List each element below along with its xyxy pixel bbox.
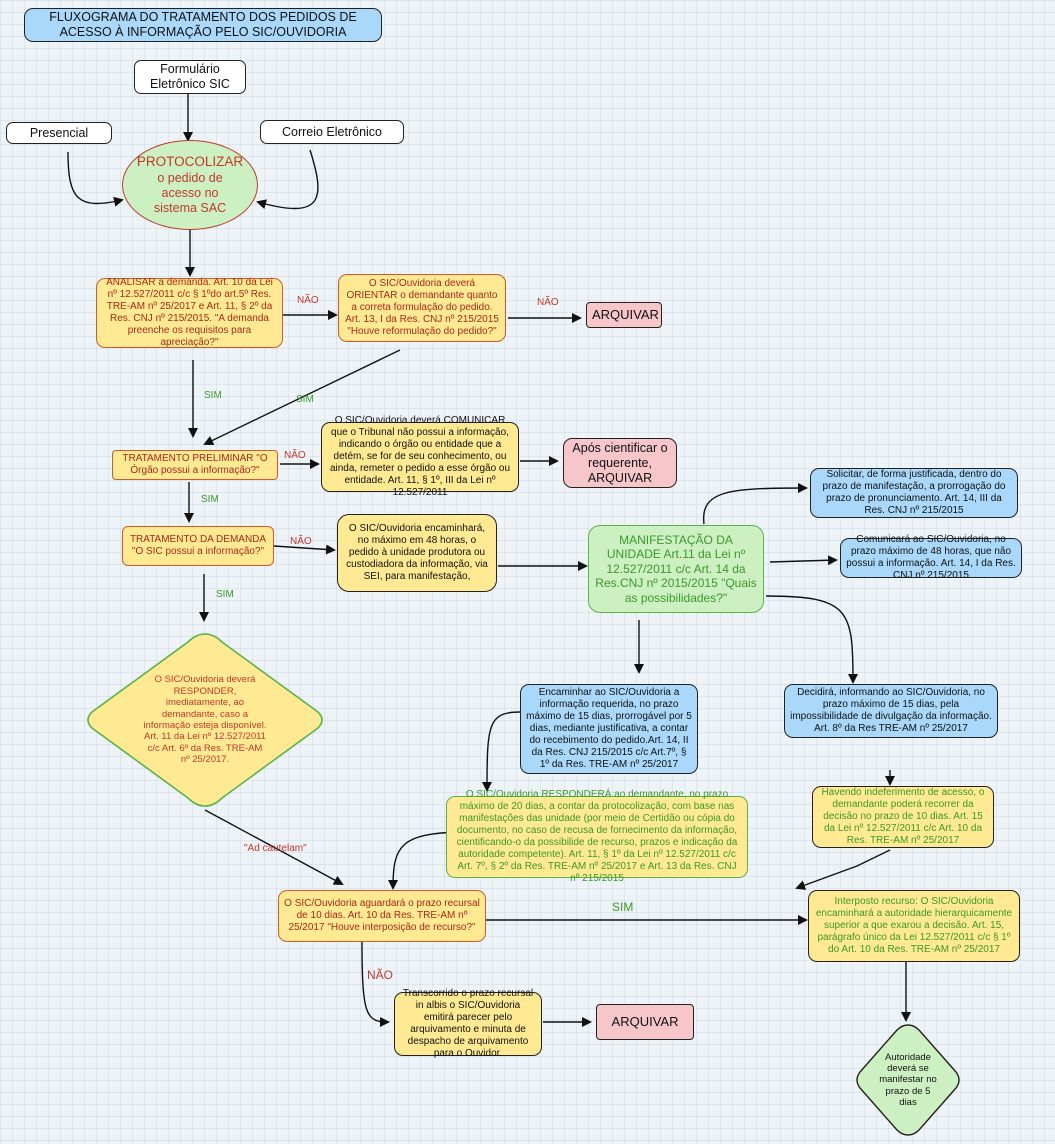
node-manifestacao-unidade: MANIFESTAÇÃO DA UNIDADE Art.11 da Lei nº… <box>588 525 764 613</box>
node-solicitar-prorrogacao: Solicitar, de forma justificada, dentro … <box>810 468 1018 518</box>
edge-label-sim-orientar: SIM <box>296 394 314 405</box>
edge-label-nao-preliminar: NÃO <box>284 450 306 461</box>
node-interposto-recurso: Interposto recurso: O SIC/Ouvidoria enca… <box>808 890 1020 962</box>
node-encaminhara-48h: O SIC/Ouvidoria encaminhará, no máximo e… <box>337 514 497 592</box>
node-aguardara-prazo: O SIC/Ouvidoria aguardará o prazo recurs… <box>278 890 486 942</box>
edge-presencial-protocolizar <box>67 151 124 207</box>
diamond-shape <box>856 1024 960 1136</box>
node-formulario-eletronico: Formulário Eletrônico SIC <box>134 60 246 94</box>
flowchart-title: FLUXOGRAMA DO TRATAMENTO DOS PEDIDOS DE … <box>24 8 382 42</box>
edge-label-sim-demanda: SIM <box>216 589 234 600</box>
edge-label-sim-recurso: SIM <box>612 900 634 914</box>
node-presencial: Presencial <box>6 122 112 144</box>
edge-manifestacao-comunicara <box>769 555 838 566</box>
edge-label-nao-orientar: NÃO <box>537 297 559 308</box>
node-apos-cientificar-arquivar: Após cientificar o requerente, ARQUIVAR <box>563 438 677 488</box>
edge-label-sim-preliminar: SIM <box>201 494 219 505</box>
node-tratamento-preliminar: TRATAMENTO PRELIMINAR "O Órgão possui a … <box>112 450 278 480</box>
edge-manifestacao-decidira <box>765 595 858 684</box>
node-arquivar-1: ARQUIVAR <box>586 302 662 328</box>
edge-responder-aguardara <box>204 809 344 885</box>
title-text: FLUXOGRAMA DO TRATAMENTO DOS PEDIDOS DE … <box>49 10 357 39</box>
node-respondera-20-dias: O SIC/Ouvidoria RESPONDERÁ ao demandante… <box>446 789 748 884</box>
node-decidira: Decidirá, informando ao SIC/Ouvidoria, n… <box>784 684 998 738</box>
node-tratamento-demanda: TRATAMENTO DA DEMANDA "O SIC possui a in… <box>122 526 274 566</box>
edge-label-sim-analisar: SIM <box>204 390 222 401</box>
node-correio-eletronico: Correio Eletrônico <box>260 120 404 144</box>
node-transcorrido-prazo: Transcorrido o prazo recursal in albis o… <box>394 988 542 1059</box>
edge-label-nao-analisar: NÃO <box>297 295 319 306</box>
node-responder-diamond: O SIC/Ouvidoria deverá RESPONDER, imedia… <box>82 630 328 810</box>
edge-aguardara-transcorrido <box>361 941 390 1027</box>
edge-demanda-encaminhara <box>273 544 336 555</box>
diamond-shape <box>87 633 323 807</box>
node-autoridade-diamond: Autoridade deverá se manifestar no prazo… <box>852 1022 964 1138</box>
edge-label-nao-recurso: NÃO <box>367 968 394 982</box>
node-protocolizar: PROTOCOLIZAR o pedido de acesso no siste… <box>122 140 258 230</box>
edge-encaminhar15-respondera20 <box>482 711 521 792</box>
edge-havendo-interposto <box>795 849 891 890</box>
node-analisar-demanda: ANALISAR a demanda. Art. 10 da Lei nº 12… <box>96 277 283 348</box>
node-havendo-indeferimento: Havendo indeferimento de acesso, o deman… <box>812 786 994 848</box>
node-comunicara-48h: Comunicará ao SIC/Ouvidoria, no prazo má… <box>840 534 1022 581</box>
edge-label-ad-cautelam: "Ad cautelam" <box>244 843 307 854</box>
node-arquivar-2: ARQUIVAR <box>596 1004 694 1040</box>
node-comunicar: O SIC/Ouvidoria deverá COMUNICAR que o T… <box>321 415 519 498</box>
edge-orientar-tratamento-preliminar <box>203 349 401 446</box>
edge-correio-protocolizar <box>256 149 319 210</box>
edge-label-nao-demanda: NÃO <box>290 536 312 547</box>
node-orientar: O SIC/Ouvidoria deverá ORIENTAR o demand… <box>338 274 506 342</box>
edge-manifestacao-solicitar <box>703 483 808 525</box>
node-encaminhar-15-dias: Encaminhar ao SIC/Ouvidoria a informação… <box>520 684 698 774</box>
